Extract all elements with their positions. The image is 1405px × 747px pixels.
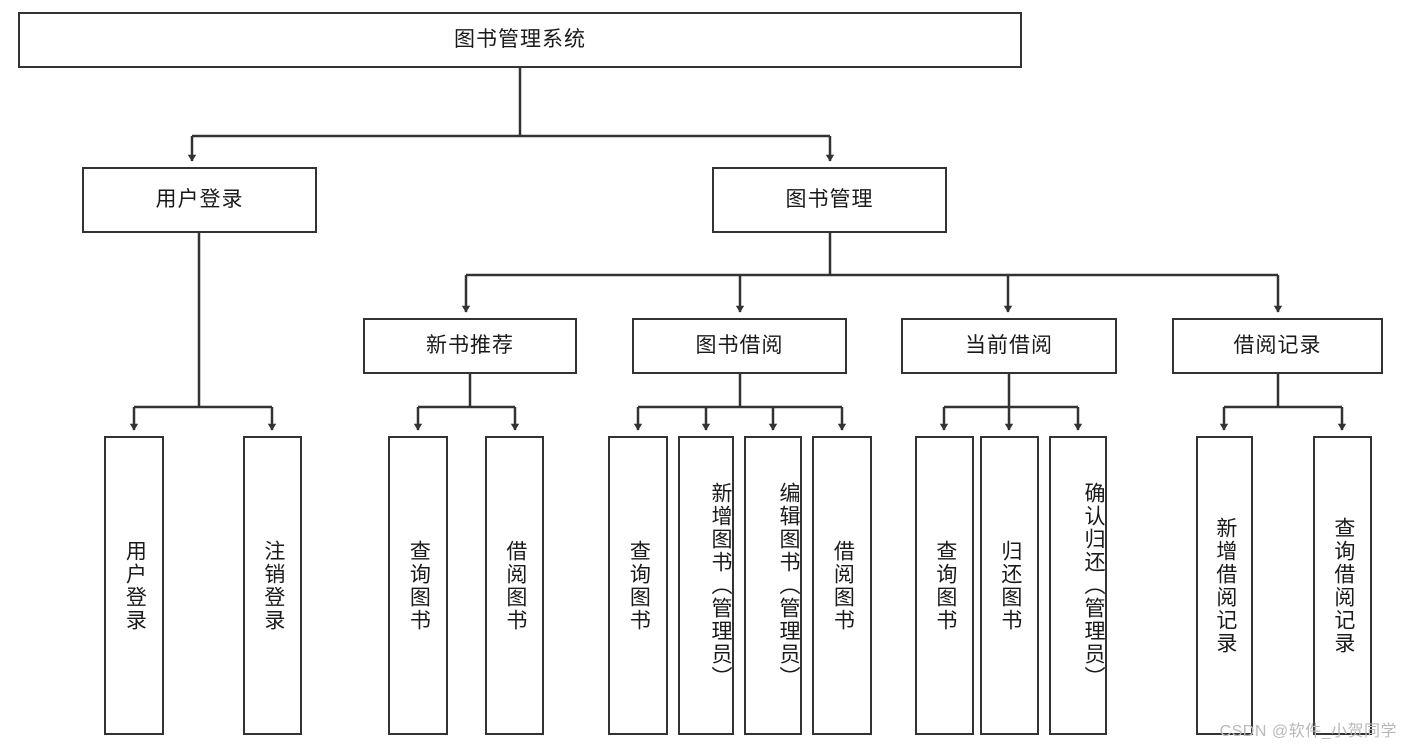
node-root[interactable]: 图书管理系统 <box>18 12 1022 68</box>
leaf-user-login[interactable]: 用户登录 <box>104 436 164 735</box>
leaf-edit-book-admin[interactable]: 编辑图书（管理员） <box>744 436 802 735</box>
node-label: 当前借阅 <box>965 333 1053 357</box>
node-label: 借阅图书 <box>503 539 527 632</box>
node-label: 归还图书 <box>998 539 1022 632</box>
node-label: 图书借阅 <box>695 333 784 357</box>
node-label: 用户登录 <box>123 539 147 632</box>
watermark: CSDN @软件_小贺同学 <box>1219 723 1397 740</box>
leaf-borrow-book-recommend[interactable]: 借阅图书 <box>485 436 544 735</box>
node-label: 借阅记录 <box>1233 333 1322 357</box>
node-label: 注销登录 <box>261 539 285 632</box>
leaf-confirm-return-admin[interactable]: 确认归还（管理员） <box>1049 436 1107 735</box>
leaf-query-book-borrow[interactable]: 查询图书 <box>608 436 668 735</box>
leaf-query-borrow-record[interactable]: 查询借阅记录 <box>1313 436 1372 735</box>
node-book-borrow[interactable]: 图书借阅 <box>632 318 847 374</box>
leaf-add-borrow-record[interactable]: 新增借阅记录 <box>1196 436 1253 735</box>
node-label: 用户登录 <box>155 187 244 211</box>
node-label: 查询图书 <box>627 539 651 632</box>
leaf-query-book-recommend[interactable]: 查询图书 <box>388 436 448 735</box>
node-label: 图书管理 <box>785 187 874 211</box>
node-label: 查询借阅记录 <box>1331 516 1355 655</box>
node-label: 新增借阅记录 <box>1213 516 1237 655</box>
node-label: 查询图书 <box>933 539 957 632</box>
leaf-return-book[interactable]: 归还图书 <box>980 436 1039 735</box>
leaf-query-book-current[interactable]: 查询图书 <box>915 436 974 735</box>
leaf-borrow-book[interactable]: 借阅图书 <box>812 436 872 735</box>
node-label: 图书管理系统 <box>454 27 586 51</box>
node-new-book-recommend[interactable]: 新书推荐 <box>363 318 577 374</box>
leaf-add-book-admin[interactable]: 新增图书（管理员） <box>678 436 734 735</box>
node-label: 新增图书（管理员） <box>709 482 732 689</box>
node-current-borrow[interactable]: 当前借阅 <box>901 318 1117 374</box>
node-label: 确认归还（管理员） <box>1082 482 1105 689</box>
node-user-login[interactable]: 用户登录 <box>82 167 317 233</box>
node-label: 新书推荐 <box>426 333 514 357</box>
node-label: 编辑图书（管理员） <box>777 482 800 689</box>
node-book-management[interactable]: 图书管理 <box>712 167 947 233</box>
node-label: 借阅图书 <box>831 539 855 632</box>
node-label: 查询图书 <box>407 539 431 632</box>
node-borrow-record[interactable]: 借阅记录 <box>1172 318 1383 374</box>
leaf-logout[interactable]: 注销登录 <box>243 436 302 735</box>
